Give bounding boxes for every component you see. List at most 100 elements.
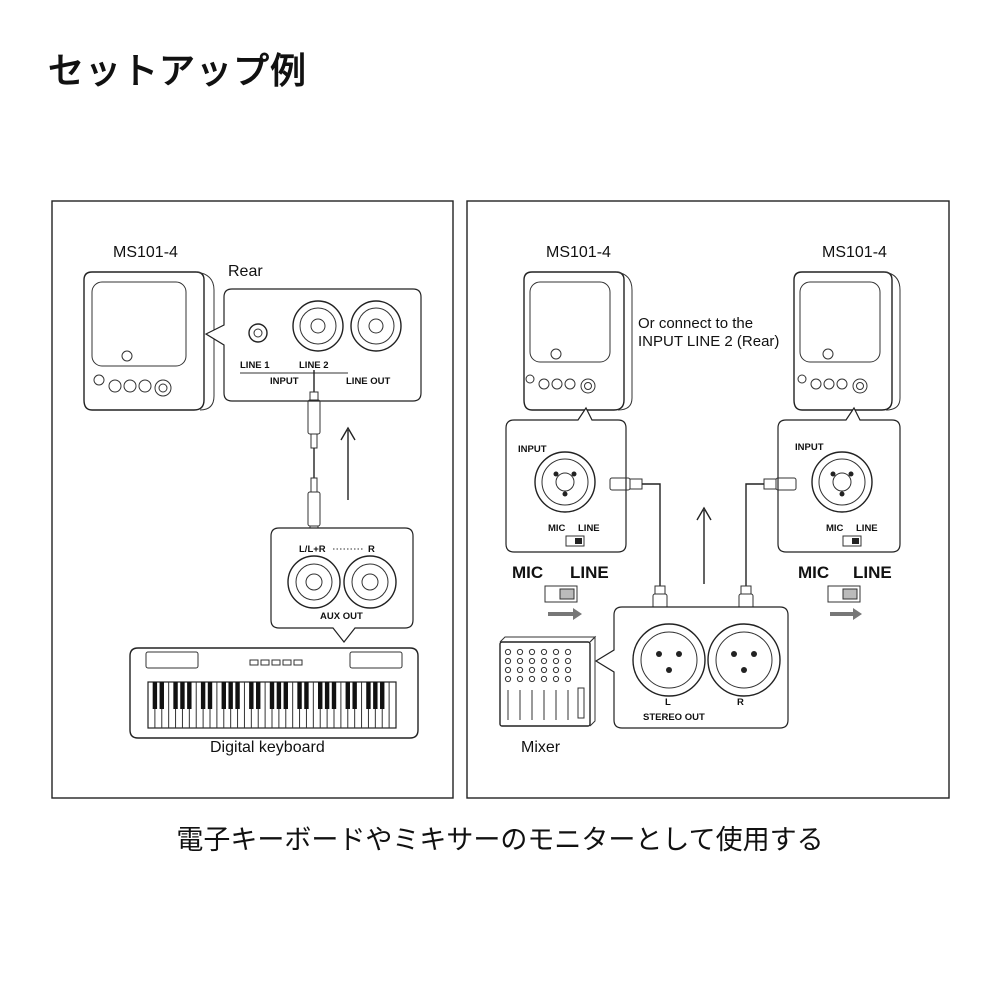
stereo-out-callout <box>594 606 789 729</box>
mixer-knob <box>528 666 536 674</box>
digital-keyboard-label: Digital keyboard <box>210 739 325 756</box>
right-speaker-label-right: MS101-4 <box>822 244 887 261</box>
black-key <box>373 682 378 709</box>
mixer-knob <box>528 648 536 656</box>
xlr-cable-right <box>738 477 797 617</box>
black-key <box>380 682 385 709</box>
mixer-knob <box>504 657 512 665</box>
mixer-knob <box>516 666 524 674</box>
aux-out-callout <box>270 527 414 643</box>
mixer-knob <box>564 648 572 656</box>
black-key <box>187 682 192 709</box>
line-out-jack <box>350 300 402 352</box>
mixer-knob <box>564 675 572 683</box>
mixer-knob <box>564 657 572 665</box>
mixer-knob <box>552 675 560 683</box>
caption: 電子キーボードやミキサーのモニターとして使用する <box>176 825 824 856</box>
input-callout-left <box>505 406 627 553</box>
mixer-knob <box>528 657 536 665</box>
line2-jack <box>292 300 344 352</box>
mic-big-label-right: MIC <box>798 563 829 582</box>
black-key <box>228 682 233 709</box>
digital-keyboard <box>129 647 419 739</box>
stereo-r-label: R <box>737 697 744 708</box>
mic-big-label-left: MIC <box>512 563 543 582</box>
black-key <box>256 682 261 709</box>
line1-label: LINE 1 <box>240 360 270 371</box>
black-key <box>173 682 178 709</box>
mixer-knob <box>516 648 524 656</box>
mixer-knob <box>516 657 524 665</box>
line1-jack <box>248 323 268 343</box>
xlr-out-l <box>632 623 706 697</box>
rear-note-line2: INPUT LINE 2 (Rear) <box>638 333 779 350</box>
right-panel: MS101-4 MS101-4 Or connect to the INPUT … <box>466 200 950 799</box>
input-label-left: INPUT <box>518 444 547 455</box>
rear-note-line1: Or connect to the <box>638 315 753 332</box>
input-callout-right <box>777 406 901 553</box>
mic-line-switch-left <box>565 535 585 547</box>
mixer-speaker-left <box>523 271 633 411</box>
mixer-knob <box>504 675 512 683</box>
black-key <box>345 682 350 709</box>
black-key <box>304 682 309 709</box>
mixer-knob <box>516 675 524 683</box>
mixer-label: Mixer <box>521 739 561 756</box>
black-key <box>352 682 357 709</box>
black-key <box>366 682 371 709</box>
mixer-speaker-right <box>793 271 901 411</box>
mic-line-switch-right <box>842 535 862 547</box>
black-key <box>221 682 226 709</box>
stereo-out-label: STEREO OUT <box>643 712 705 723</box>
combo-jack-left <box>534 451 596 513</box>
xlr-out-r <box>707 623 781 697</box>
mixer-knob <box>552 648 560 656</box>
combo-jack-right <box>811 451 873 513</box>
mic-label-left: MIC <box>548 523 566 534</box>
black-key <box>249 682 254 709</box>
black-key <box>297 682 302 709</box>
line2-label: LINE 2 <box>299 360 329 371</box>
black-key <box>235 682 240 709</box>
black-key <box>318 682 323 709</box>
mixer <box>499 635 597 727</box>
switch-graphic-left <box>544 585 582 620</box>
black-key <box>269 682 275 709</box>
page-title: セットアップ例 <box>48 51 308 92</box>
line-big-label-right: LINE <box>853 563 892 582</box>
line-big-label-left: LINE <box>570 563 609 582</box>
r-label: R <box>368 544 375 555</box>
black-key <box>207 682 213 709</box>
black-key <box>159 682 164 709</box>
mixer-knob <box>540 675 548 683</box>
input-label: INPUT <box>270 376 299 387</box>
left-panel: MS101-4 Rear <box>51 200 454 799</box>
mixer-knob <box>552 666 560 674</box>
line-label-right: LINE <box>856 523 878 534</box>
left-speaker-label: MS101-4 <box>113 244 178 261</box>
black-key <box>180 682 185 709</box>
mixer-knob <box>504 648 512 656</box>
aux-out-l-jack <box>287 555 341 609</box>
black-key <box>276 682 282 709</box>
mixer-knob <box>540 648 548 656</box>
rear-label: Rear <box>228 263 263 280</box>
mixer-knob <box>540 666 548 674</box>
mixer-master-fader <box>577 687 585 719</box>
mic-label-right: MIC <box>826 523 844 534</box>
right-speaker-label-left: MS101-4 <box>546 244 611 261</box>
switch-graphic-right <box>827 585 862 620</box>
mixer-knob <box>552 657 560 665</box>
lr-label: L/L+R <box>299 544 326 555</box>
mixer-knob <box>528 675 536 683</box>
aux-out-r-jack <box>343 555 397 609</box>
signal-arrow-up <box>340 426 356 500</box>
black-key <box>200 682 206 709</box>
line-out-label: LINE OUT <box>346 376 391 387</box>
black-key <box>152 682 158 709</box>
black-key <box>283 682 288 709</box>
left-speaker <box>83 271 215 411</box>
black-key <box>331 682 337 709</box>
stereo-l-label: L <box>665 697 671 708</box>
